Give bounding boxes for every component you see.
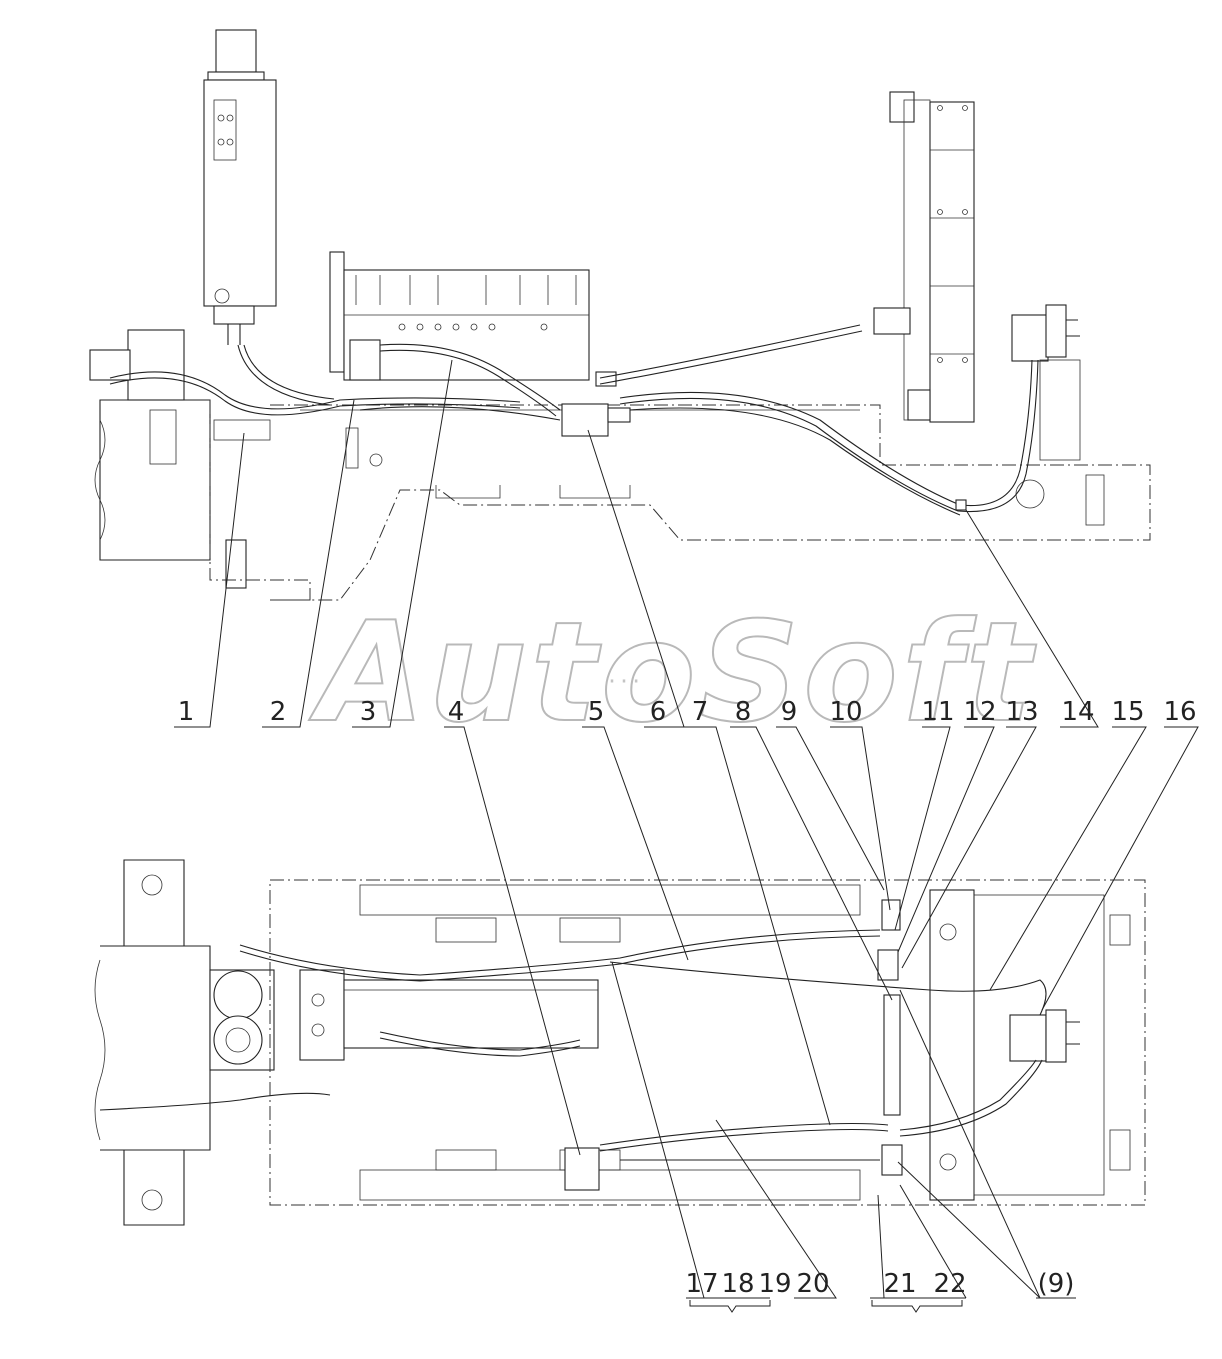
callout-label: 20 <box>796 1269 829 1299</box>
callout-1: 1 <box>174 432 245 728</box>
callout-label: 19 <box>758 1269 791 1299</box>
watermark: AutoSoft ··· <box>308 591 1037 754</box>
callout-label: 10 <box>829 697 862 727</box>
callout-label: (9) <box>1038 1269 1075 1299</box>
callout-12: 12 <box>897 697 997 953</box>
callout-label: 18 <box>721 1269 754 1299</box>
callout-10: 10 <box>829 697 891 911</box>
callout-label: 1 <box>178 697 195 727</box>
callout-7: 7 <box>684 697 831 1126</box>
callout-11: 11 <box>894 697 955 931</box>
callout-15: 15 <box>989 697 1147 991</box>
callout-5: 5 <box>582 697 689 961</box>
callout-21-22: 21 22 <box>870 1184 967 1313</box>
callouts-top: 1 2 3 4 5 6 7 8 <box>174 359 1199 1156</box>
callout-label: 6 <box>650 697 667 727</box>
callout-label: 11 <box>921 697 954 727</box>
hoses-side <box>109 324 1039 516</box>
plan-view <box>94 859 1146 1226</box>
callout-label: 17 <box>685 1269 718 1299</box>
callout-9-ref: (9) <box>897 989 1076 1299</box>
hoses-plan <box>99 929 1047 1191</box>
right-tank-plan <box>929 889 1131 1201</box>
callout-label: 8 <box>735 697 752 727</box>
callout-13: 13 <box>901 697 1039 969</box>
watermark-text: AutoSoft <box>309 592 1037 753</box>
callout-label: 2 <box>270 697 287 727</box>
main-frame-plan <box>269 879 1146 1206</box>
callout-label: 7 <box>692 697 709 727</box>
callout-label: 12 <box>963 697 996 727</box>
callout-4: 4 <box>444 697 581 1156</box>
left-frame-side <box>89 329 311 601</box>
callout-9: 9 <box>776 697 885 891</box>
pump-unit-side <box>1011 304 1081 461</box>
manifold-pipe-plan <box>877 899 903 1176</box>
callout-label: 21 <box>883 1269 916 1299</box>
callouts-bottom: 17 18 19 20 21 22 (9) <box>611 961 1076 1313</box>
callout-17-19: 17 18 19 <box>611 961 792 1313</box>
side-view <box>89 29 1151 601</box>
callout-label: 14 <box>1061 697 1094 727</box>
callout-label: 9 <box>781 697 798 727</box>
left-axle-plan <box>94 859 275 1226</box>
callout-8: 8 <box>730 697 893 1001</box>
main-frame-rail-side <box>270 404 1151 601</box>
callout-20: 20 <box>715 1119 837 1299</box>
watermark-dots: ··· <box>606 669 642 693</box>
callout-14: 14 <box>965 509 1099 728</box>
callout-label: 3 <box>360 697 377 727</box>
central-cylinder-plan <box>299 969 599 1061</box>
distribution-valve-side <box>561 371 631 437</box>
callout-label: 22 <box>933 1269 966 1299</box>
callout-label: 13 <box>1005 697 1038 727</box>
callout-label: 15 <box>1111 697 1144 727</box>
callout-2: 2 <box>262 399 355 728</box>
callout-label: 16 <box>1163 697 1196 727</box>
vertical-tank <box>203 29 277 345</box>
valve-block-side <box>329 251 590 381</box>
callout-label: 4 <box>448 697 465 727</box>
callout-3: 3 <box>352 359 453 728</box>
callout-16: 16 <box>1041 697 1199 1011</box>
cooler-assembly-side <box>873 91 975 423</box>
callout-label: 5 <box>588 697 605 727</box>
